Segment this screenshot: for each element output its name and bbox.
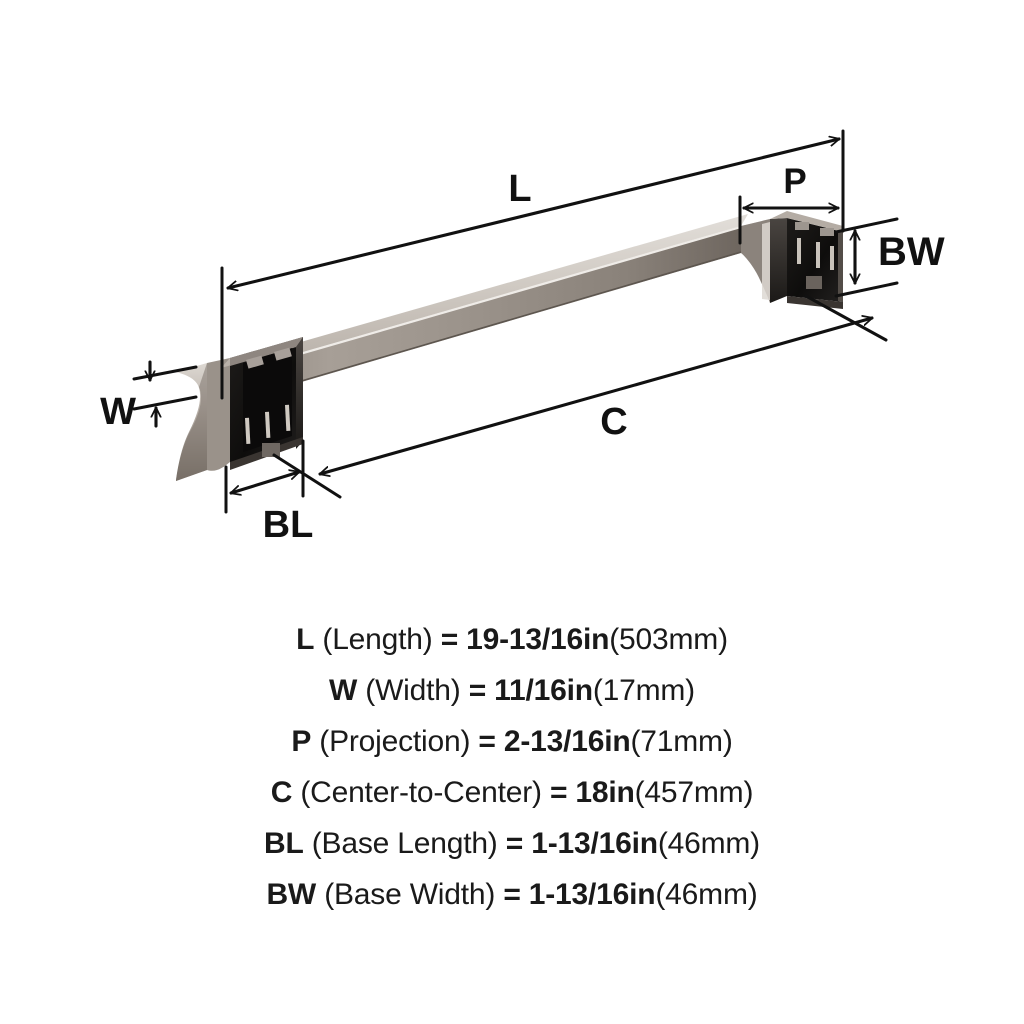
legend-value-P: 2-13/16in bbox=[503, 725, 631, 758]
dimension-annotations bbox=[132, 129, 899, 514]
dimension-C bbox=[272, 294, 888, 499]
left-bracket-center-block bbox=[262, 443, 280, 457]
legend-eq-W: = bbox=[468, 674, 487, 707]
right-bracket bbox=[741, 211, 843, 309]
legend-name-W: (Width) bbox=[365, 674, 461, 707]
legend-value-L: 19-13/16in bbox=[466, 623, 610, 656]
legend-code-BW: BW bbox=[266, 878, 317, 911]
legend-row-base-length: BL (Base Length) = 1-13/16in(46mm) bbox=[0, 818, 1024, 869]
legend-metric-W: (17mm) bbox=[592, 674, 695, 707]
C-ext-left bbox=[272, 453, 342, 499]
left-bracket bbox=[176, 337, 303, 481]
legend-value-BW: 1-13/16in bbox=[528, 878, 656, 911]
dimension-BW bbox=[834, 217, 899, 298]
W-ext-top bbox=[132, 365, 198, 381]
dimension-letters: L P BW C BL W bbox=[100, 162, 945, 546]
legend-metric-BW: (46mm) bbox=[655, 878, 758, 911]
legend-name-C: (Center-to-Center) bbox=[300, 776, 542, 809]
legend-name-BW: (Base Width) bbox=[324, 878, 496, 911]
dimension-L bbox=[220, 129, 845, 400]
C-arrow bbox=[318, 318, 874, 474]
left-bracket-pins bbox=[245, 404, 291, 444]
legend-code-P: P bbox=[291, 725, 312, 758]
legend-row-base-width: BW (Base Width) = 1-13/16in(46mm) bbox=[0, 869, 1024, 920]
right-bracket-center-block bbox=[806, 276, 822, 289]
legend-value-C: 18in bbox=[575, 776, 635, 809]
label-C: C bbox=[600, 401, 627, 443]
legend-name-L: (Length) bbox=[322, 623, 433, 656]
W-ext-bottom bbox=[132, 395, 198, 411]
right-bracket-interior bbox=[787, 218, 843, 302]
left-bracket-curve bbox=[207, 358, 230, 471]
legend-metric-L: (503mm) bbox=[609, 623, 728, 656]
legend-value-BL: 1-13/16in bbox=[531, 827, 658, 860]
label-BL: BL bbox=[263, 504, 314, 546]
legend-eq-C: = bbox=[549, 776, 568, 809]
label-L: L bbox=[508, 168, 531, 210]
L-arrow bbox=[226, 139, 841, 288]
left-bracket-backplate bbox=[243, 348, 292, 452]
label-W: W bbox=[100, 391, 136, 433]
legend-code-BL: BL bbox=[264, 827, 304, 860]
legend-code-L: L bbox=[296, 623, 315, 656]
legend-name-P: (Projection) bbox=[319, 725, 471, 758]
BW-ext-bottom bbox=[834, 281, 899, 298]
legend-eq-L: = bbox=[440, 623, 459, 656]
right-bracket-ridge bbox=[762, 222, 770, 300]
dimension-W bbox=[132, 360, 198, 428]
legend-metric-P: (71mm) bbox=[630, 725, 733, 758]
right-bracket-left-wall bbox=[770, 218, 787, 303]
legend-code-W: W bbox=[329, 674, 358, 707]
diagram-svg: L P BW C BL W bbox=[100, 129, 945, 546]
legend-code-C: C bbox=[270, 776, 293, 809]
dimension-P bbox=[738, 195, 840, 245]
legend-eq-BL: = bbox=[505, 827, 524, 860]
left-bracket-top-rim-2 bbox=[230, 337, 303, 366]
legend-row-center-to-center: C (Center-to-Center) = 18in(457mm) bbox=[0, 767, 1024, 818]
legend-eq-P: = bbox=[478, 725, 496, 758]
legend-metric-BL: (46mm) bbox=[657, 827, 760, 860]
left-bracket-tabs bbox=[246, 347, 292, 369]
left-bracket-right-wall bbox=[296, 337, 303, 449]
BL-arrow bbox=[229, 472, 301, 493]
dimension-legend: L (Length) = 19-13/16in(503mm) W (Width)… bbox=[0, 614, 1024, 920]
dimension-BL bbox=[224, 439, 305, 514]
legend-row-length: L (Length) = 19-13/16in(503mm) bbox=[0, 614, 1024, 665]
BW-ext-top bbox=[834, 217, 899, 234]
towel-bar-product bbox=[176, 211, 843, 481]
label-BW: BW bbox=[878, 230, 945, 274]
left-bracket-curve-inner bbox=[176, 363, 207, 481]
right-bracket-right-edge bbox=[838, 230, 843, 302]
legend-row-width: W (Width) = 11/16in(17mm) bbox=[0, 665, 1024, 716]
product-diagram: L P BW C BL W bbox=[100, 129, 945, 546]
legend-name-BL: (Base Length) bbox=[311, 827, 498, 860]
legend-value-W: 11/16in bbox=[494, 674, 593, 707]
legend-row-projection: P (Projection) = 2-13/16in(71mm) bbox=[0, 716, 1024, 767]
label-P: P bbox=[783, 162, 806, 201]
legend-metric-C: (457mm) bbox=[634, 776, 754, 809]
legend-eq-BW: = bbox=[503, 878, 521, 911]
